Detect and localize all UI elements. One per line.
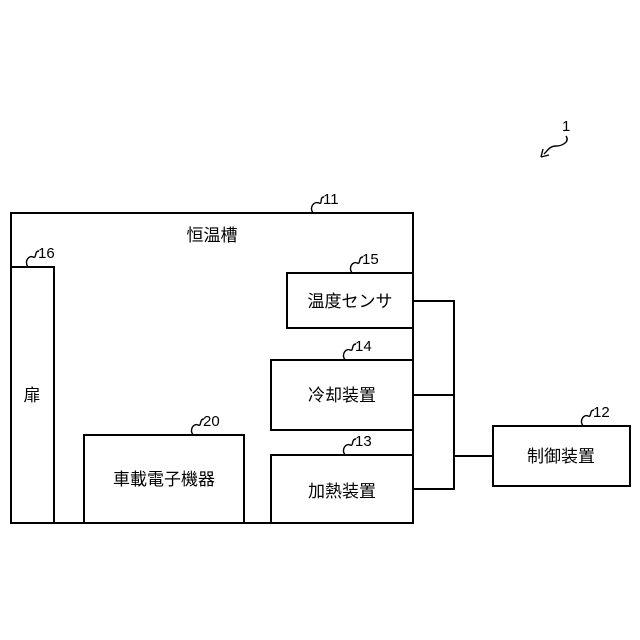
cooling-device-ref: 14	[355, 338, 372, 355]
temperature-sensor-ref: 15	[362, 251, 379, 268]
controller-label: 制御装置	[527, 447, 595, 467]
heating-device-ref: 13	[355, 433, 372, 450]
figure-reference: 1	[541, 118, 570, 157]
cooling-device-label: 冷却装置	[308, 386, 376, 406]
figure-ref-number: 1	[562, 118, 570, 135]
door-label: 扉	[24, 386, 41, 406]
heating-device-label: 加熱装置	[308, 482, 376, 502]
chamber-ref: 11	[323, 191, 339, 208]
door: 扉 16	[11, 245, 55, 523]
controller: 制御装置 12	[493, 404, 630, 486]
controller-ref: 12	[593, 404, 610, 421]
chamber-label: 恒温槽	[187, 226, 238, 246]
temperature-sensor-label: 温度センサ	[308, 292, 393, 312]
in-vehicle-electronic-device-label: 車載電子機器	[113, 470, 215, 490]
figure-ref-arrow	[544, 136, 567, 154]
signal-wiring	[413, 300, 493, 490]
in-vehicle-electronic-device-ref: 20	[203, 413, 220, 430]
door-ref: 16	[38, 245, 55, 262]
